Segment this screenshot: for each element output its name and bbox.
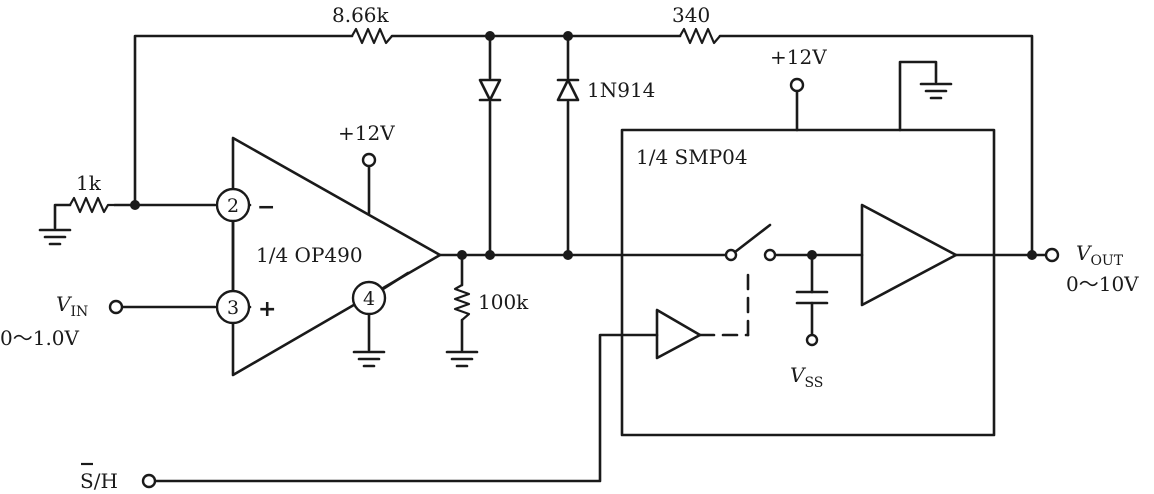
resistor-100k (453, 284, 471, 321)
ground-icon (352, 350, 386, 368)
pin-3: 3 (215, 289, 251, 325)
pin-4: 4 (351, 280, 387, 316)
label-opamp-supply: +12V (338, 121, 395, 145)
hold-capacitor (795, 290, 829, 347)
pin-3-label: 3 (227, 297, 239, 319)
label-sh: S/H (80, 469, 118, 493)
pin-2: 2 (215, 187, 251, 223)
label-100k: 100k (478, 290, 529, 314)
resistor-340 (679, 27, 721, 45)
vin-terminal (108, 299, 124, 315)
opamp-supply-terminal (361, 152, 377, 168)
label-1k: 1k (76, 171, 102, 195)
analog-switch (724, 223, 777, 262)
smp04-box (620, 128, 996, 437)
output-buffer (860, 203, 958, 307)
ground-icon (38, 228, 72, 246)
label-op490: 1/4 OP490 (256, 243, 363, 267)
pin-2-label: 2 (227, 195, 239, 217)
label-smp-supply: +12V (770, 45, 827, 69)
label-vss: VSS (790, 363, 823, 391)
label-8-66k: 8.66k (332, 3, 390, 27)
wires (53, 34, 1048, 483)
ground-icon (445, 350, 479, 368)
label-smp04: 1/4 SMP04 (636, 145, 748, 169)
label-1n914: 1N914 (587, 78, 655, 102)
label-vin: VIN (56, 292, 88, 320)
diode-right (556, 78, 580, 102)
inverting-sign: − (257, 195, 275, 220)
label-340: 340 (672, 3, 710, 27)
label-vout: VOUT (1076, 241, 1124, 269)
junction-dots (130, 31, 1037, 260)
control-buffer (655, 308, 702, 360)
opamp-triangle (231, 136, 442, 377)
noninverting-sign: + (258, 297, 276, 322)
sh-terminal (141, 473, 157, 489)
label-vin-range: 0～1.0V (0, 326, 80, 350)
vout-terminal (1044, 247, 1060, 263)
resistor-8-66k (351, 27, 393, 45)
smp-supply-terminal (789, 77, 805, 93)
label-vout-range: 0～10V (1066, 272, 1139, 296)
resistor-1k (69, 196, 115, 214)
diode-left (478, 78, 502, 102)
pin-4-label: 4 (363, 288, 375, 310)
ground-icon (919, 82, 953, 100)
